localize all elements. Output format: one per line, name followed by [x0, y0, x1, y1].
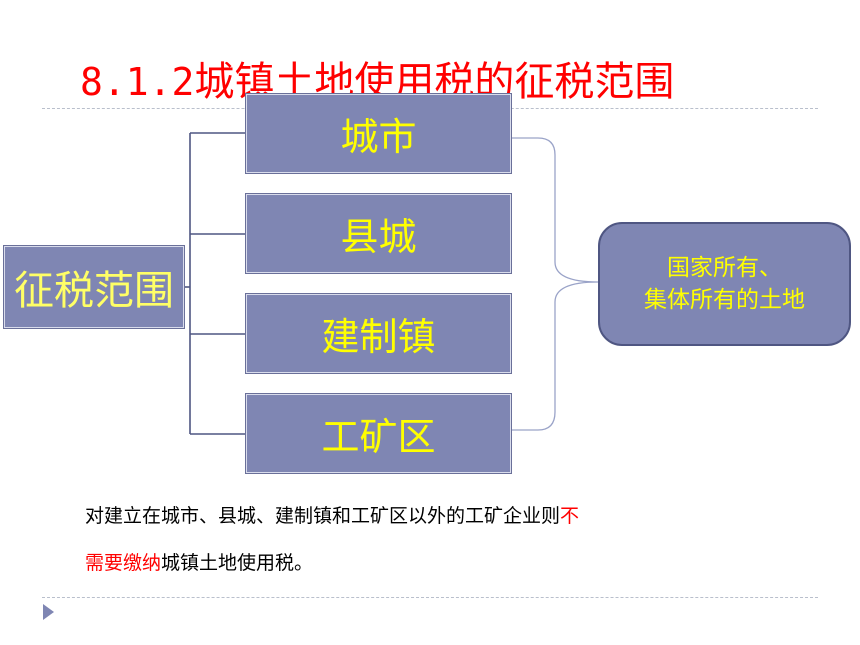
- item-box-county: 县城: [245, 193, 512, 274]
- note-text: 对建立在城市、县城、建制镇和工矿区以外的工矿企业则: [85, 505, 561, 527]
- result-line-2: 集体所有的土地: [644, 287, 805, 313]
- item-label: 建制镇: [321, 315, 436, 359]
- footer-divider: [42, 597, 818, 598]
- note-line-1: 对建立在城市、县城、建制镇和工矿区以外的工矿企业则不: [85, 503, 579, 529]
- note-text: 城镇土地使用税。: [161, 552, 314, 574]
- source-label: 征税范围: [14, 268, 174, 314]
- source-box: 征税范围: [3, 245, 185, 329]
- note-emphasis: 不: [560, 505, 580, 527]
- item-label: 工矿区: [321, 415, 436, 459]
- triangle-bullet-icon: [43, 604, 54, 620]
- item-label: 县城: [340, 215, 417, 259]
- result-box: 国家所有、 集体所有的土地: [598, 222, 851, 346]
- item-box-city: 城市: [245, 93, 512, 174]
- item-label: 城市: [340, 115, 417, 159]
- note-emphasis: 需要缴纳: [85, 552, 162, 574]
- title-number: 8.1.2: [80, 60, 195, 104]
- item-box-town: 建制镇: [245, 293, 512, 374]
- item-box-mining: 工矿区: [245, 393, 512, 474]
- right-brace: [511, 137, 599, 431]
- note-line-2: 需要缴纳城镇土地使用税。: [85, 550, 313, 576]
- result-line-1: 国家所有、: [667, 255, 782, 281]
